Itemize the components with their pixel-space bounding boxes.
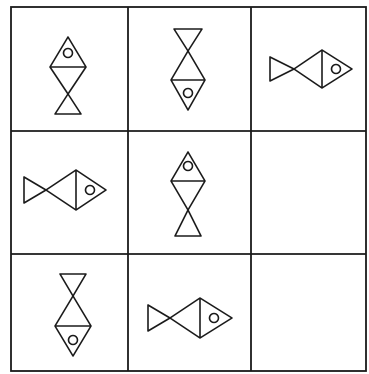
cell-r1-c2 xyxy=(171,29,205,110)
fish-right-icon xyxy=(270,50,352,88)
grid-border xyxy=(11,7,366,371)
cell-r2-c1 xyxy=(24,170,106,210)
cell-r1-c1 xyxy=(50,37,86,114)
cell-r3-c1 xyxy=(55,274,91,356)
cell-r2-c2 xyxy=(171,152,205,236)
fish-up-icon xyxy=(171,152,205,236)
fish-right-icon xyxy=(148,298,232,338)
grid-lines xyxy=(11,7,366,371)
fish-right-icon xyxy=(24,170,106,210)
cell-r3-c2 xyxy=(148,298,232,338)
fish-down-icon xyxy=(171,29,205,110)
fish-down-icon xyxy=(55,274,91,356)
fish-up-icon xyxy=(50,37,86,114)
cell-r1-c3 xyxy=(270,50,352,88)
